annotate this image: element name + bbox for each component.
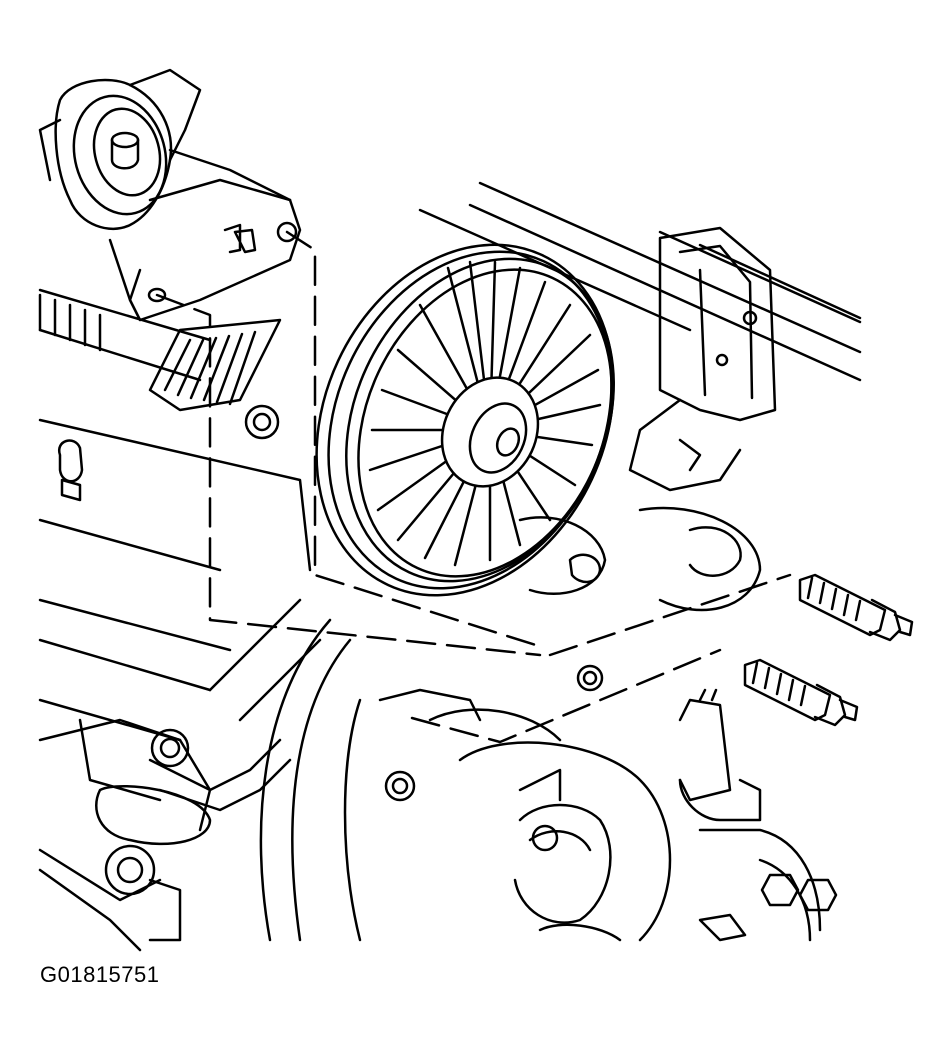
- alignment-guides: [157, 232, 790, 742]
- bolt-upper: [800, 575, 912, 640]
- bolt-lower: [745, 660, 857, 725]
- belt-tensioner: [40, 70, 300, 320]
- figure-id-label: G01815751: [40, 962, 160, 987]
- engine-block: [40, 183, 860, 950]
- idler-pulley: [261, 196, 669, 644]
